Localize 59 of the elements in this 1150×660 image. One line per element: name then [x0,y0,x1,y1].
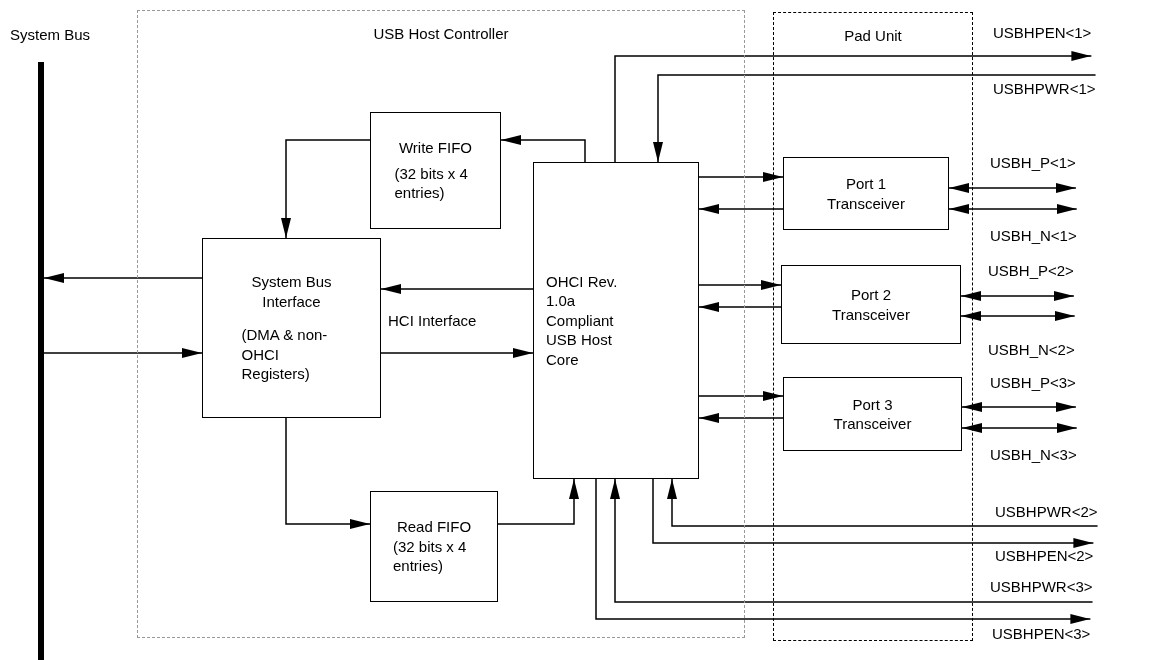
arrow [285,417,371,529]
arrow [380,348,534,358]
double-arrow [960,291,1075,301]
signal-name: USBHPEN<2> [995,547,1094,565]
signal-name: USBH_P<2> [988,262,1074,280]
function-block [533,162,699,479]
block-title: Port 3 Transceiver [832,394,913,434]
arrow [698,280,782,290]
arrow [595,478,1092,624]
arrow [614,51,1093,163]
arrow [698,172,784,182]
arrow [698,391,784,401]
arrow [43,273,203,283]
arrow [497,478,579,525]
block-title: OHCI Rev. 1.0a Compliant USB Host Core [546,271,619,370]
double-arrow [961,402,1077,412]
double-arrow [948,204,1078,214]
signal-name: USBH_P<3> [990,374,1076,392]
signal-name: USBH_N<2> [988,341,1075,359]
arrow [652,478,1095,548]
region-title: Pad Unit [843,27,903,44]
arrow [698,204,784,214]
signal-name: USBHPEN<1> [993,24,1092,42]
arrow [380,284,534,294]
arrow [698,302,782,312]
signal-name: USBHPEN<3> [992,625,1091,643]
signal-name: USBH_P<1> [990,154,1076,172]
arrow [610,478,1094,603]
arrow [667,478,1099,527]
dashed-region [773,12,973,641]
arrow [698,413,784,423]
function-block [370,112,501,229]
signal-name: USBHPWR<1> [993,80,1096,98]
double-arrow [961,423,1078,433]
signal-name: USBH_N<3> [990,446,1077,464]
block-title: System Bus Interface [250,272,333,312]
block-note: (32 bits x 4 entries) [393,536,468,576]
block-title: Write FIFO [398,138,473,158]
function-block [781,265,961,344]
function-block [370,491,498,602]
block-note: (32 bits x 4 entries) [394,163,469,203]
arrow [43,348,203,358]
block-note: (DMA & non-OHCI Registers) [241,325,329,384]
block-title: Read FIFO [396,517,472,537]
arrow [281,139,371,239]
double-arrow [960,311,1076,321]
function-block [202,238,381,418]
double-arrow [948,183,1077,193]
signal-name: USBHPWR<3> [990,578,1093,596]
bus-label: System Bus [10,26,91,43]
signal-name: USBHPWR<2> [995,503,1098,521]
arrow [653,74,1097,163]
arrow [500,135,586,163]
block-title: Port 1 Transceiver [826,174,906,213]
signal-name: USBH_N<1> [990,227,1077,245]
region-title: USB Host Controller [372,25,510,42]
function-block [783,377,962,451]
function-block [783,157,949,230]
block-title: Port 2 Transceiver [831,285,911,324]
